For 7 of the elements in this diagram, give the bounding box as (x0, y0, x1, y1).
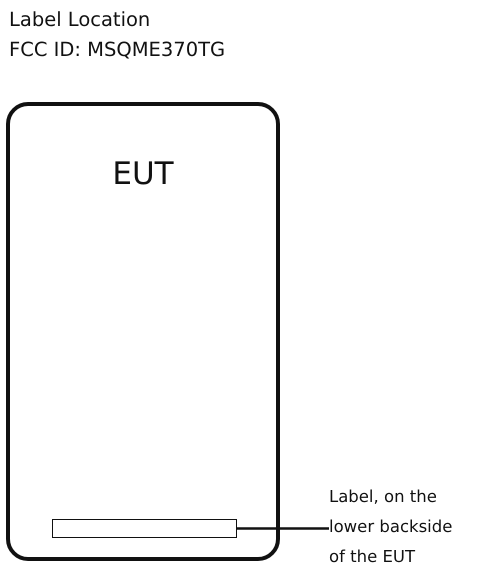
title-text: Label Location (9, 8, 150, 32)
leader-line (237, 527, 329, 530)
device-label: EUT (112, 155, 174, 194)
callout-text: Label, on the lower backside of the EUT (329, 482, 469, 572)
label-area (52, 519, 237, 538)
fcc-id-text: FCC ID: MSQME370TG (9, 38, 226, 62)
device-outline (6, 102, 280, 561)
